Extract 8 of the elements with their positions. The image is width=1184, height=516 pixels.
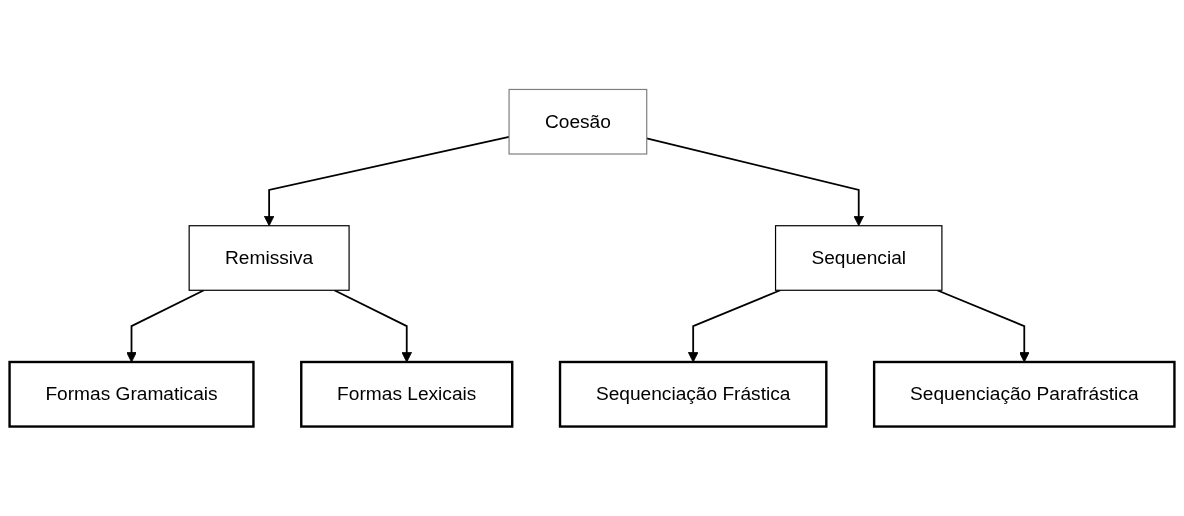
node-box: Sequenciação Parafrástica	[872, 360, 1176, 428]
node-box: Sequencial	[774, 225, 943, 291]
node-box: Remissiva	[188, 225, 350, 291]
node-box: Coesão	[508, 88, 648, 155]
arrow	[263, 136, 510, 227]
node-box: Formas Gramaticais	[8, 360, 255, 428]
node-box: Sequenciação Frástica	[558, 360, 828, 428]
node-box: Formas Lexicais	[300, 360, 514, 428]
